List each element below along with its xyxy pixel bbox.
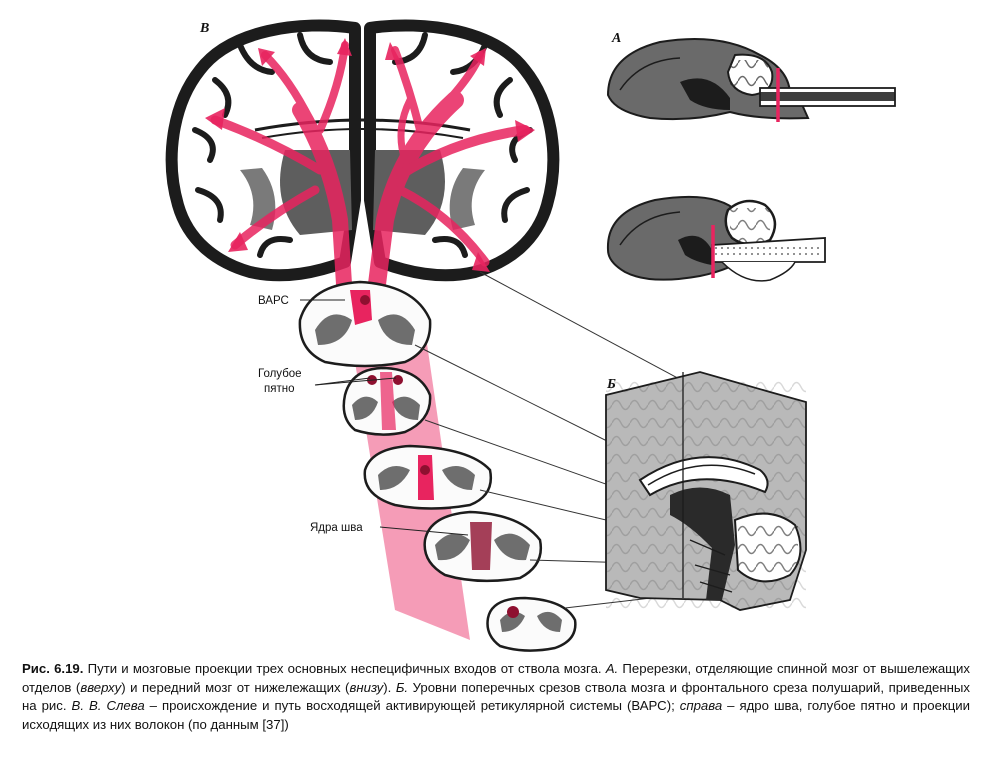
- caption-part-9: – ядро шва, голубое пятно и проекции исх…: [22, 698, 971, 732]
- caption-part-4: ).: [383, 679, 396, 695]
- sagittal-brain-bottom: [606, 195, 826, 282]
- caption-part-1: Пути и мозговые проекции трех основных н…: [83, 661, 606, 676]
- vars-pathway: [210, 41, 530, 309]
- caption-right: справа: [679, 698, 723, 713]
- caption-letter-b: Б.: [395, 679, 409, 695]
- label-locus-coeruleus-1: Голубое: [258, 368, 302, 380]
- caption-part-5: Уровни поперечных срезов ствола мозга и …: [22, 679, 970, 714]
- panel-letter-a: А: [611, 31, 621, 46]
- caption-part-3: ) и передний мозг от нижележащих (: [121, 679, 350, 695]
- section-medulla-raphe: [423, 510, 543, 583]
- caption-left: Слева: [106, 698, 145, 713]
- coronal-brain-section: [165, 19, 560, 309]
- section-upper-medulla: [363, 444, 493, 510]
- section-midbrain: [298, 280, 432, 368]
- midsagittal-brain: [605, 371, 807, 611]
- caption-letter-v: В.: [71, 698, 84, 713]
- sagittal-brain-top: [606, 38, 896, 122]
- section-pons: [342, 366, 432, 436]
- label-raphe-nuclei: Ядра шва: [310, 522, 363, 534]
- brainstem-sections: [298, 280, 577, 652]
- caption-down: внизу: [349, 679, 384, 695]
- caption-letter-v-2: В.: [88, 698, 102, 713]
- section-lower-medulla: [486, 596, 577, 652]
- figure-caption: Рис. 6.19. Пути и мозговые проекции трех…: [22, 660, 970, 734]
- panel-letter-v: В: [199, 21, 209, 36]
- caption-figure-label: Рис. 6.19.: [22, 661, 84, 676]
- caption-up: вверху: [80, 679, 122, 695]
- brain-projections-figure: В ВАРС Голубое пятно Ядра шва А Б: [165, 19, 896, 652]
- caption-letter-a: А.: [605, 661, 619, 676]
- caption-part-2: Перерезки, отделяющие спинной мозг от вы…: [22, 661, 970, 695]
- caption-part-8: – происхождение и путь восходящей активи…: [144, 698, 680, 713]
- label-vars: ВАРС: [258, 295, 289, 307]
- corpus-callosum: [254, 118, 471, 132]
- label-locus-coeruleus-2: пятно: [264, 383, 294, 395]
